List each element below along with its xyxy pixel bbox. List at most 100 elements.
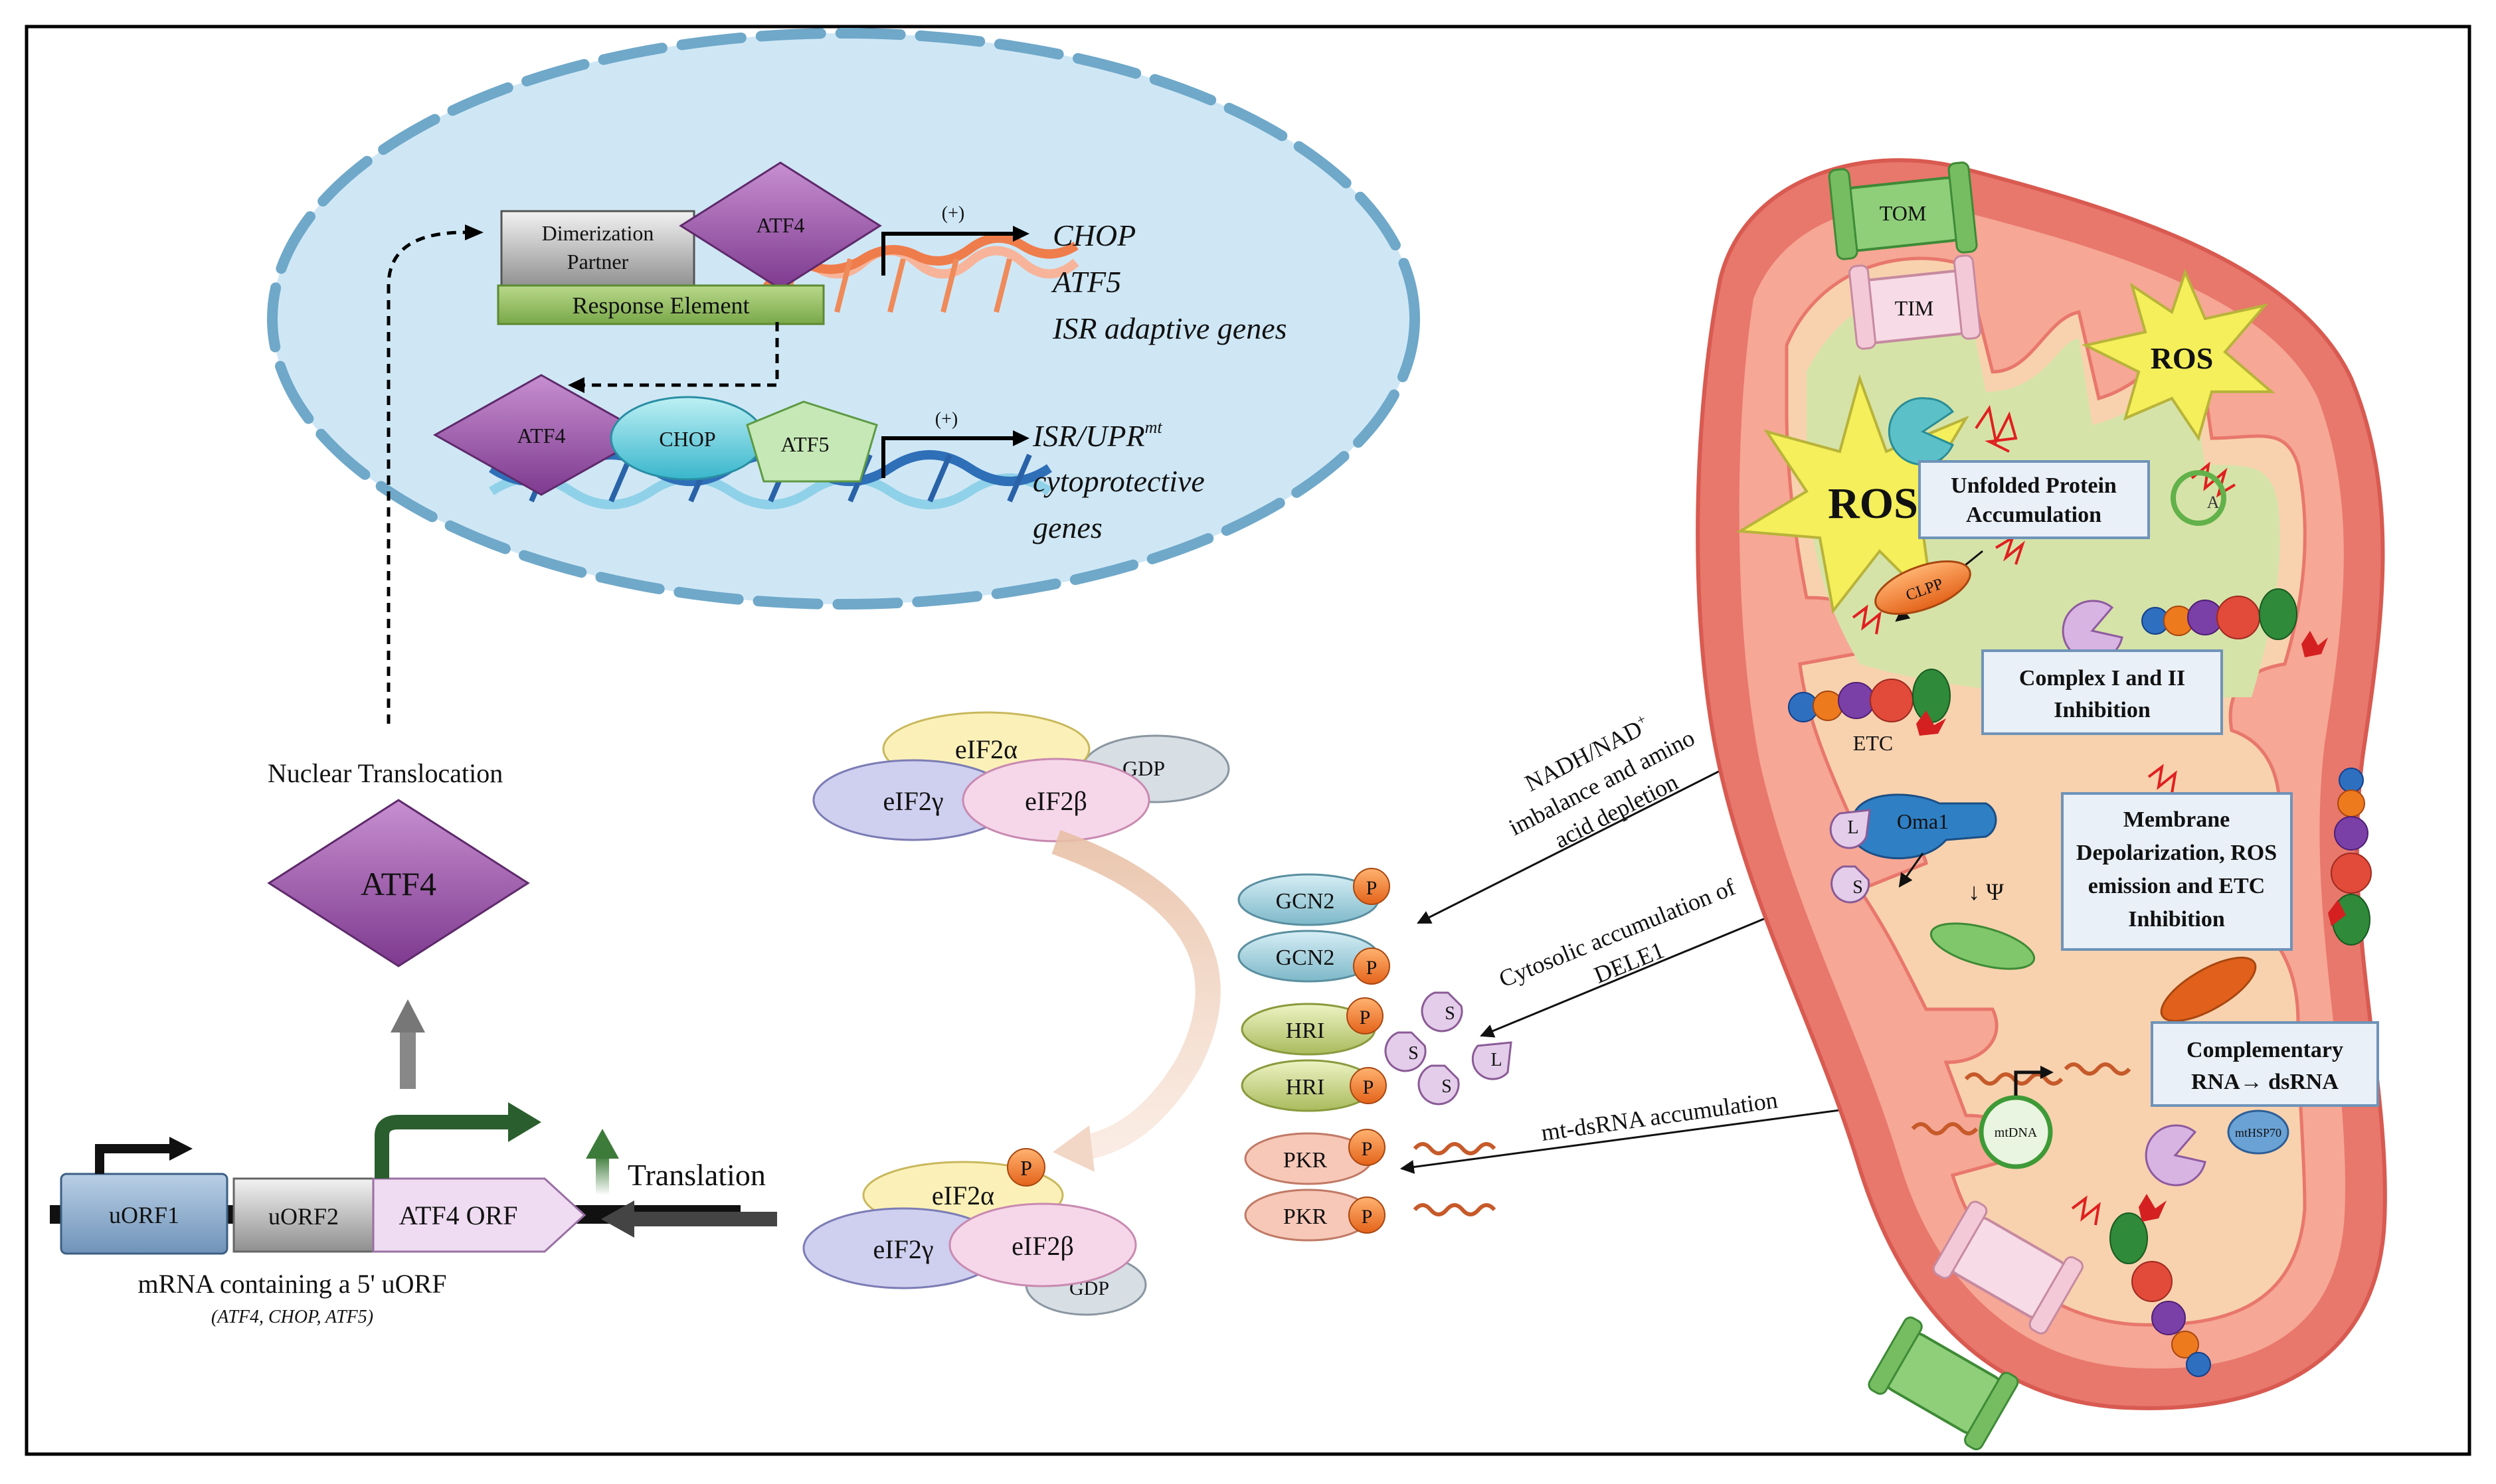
tom-complex-bottom xyxy=(1868,1316,2019,1451)
up-arrow-shaft xyxy=(400,1029,416,1089)
mito-dsrna-3 xyxy=(1911,1122,1979,1135)
plus-bottom: (+) xyxy=(935,409,958,430)
box-unfolded-line1: Unfolded Protein xyxy=(1951,473,2117,498)
gene-isr-adaptive: ISR adaptive genes xyxy=(1052,311,1287,345)
kinase-hri-2: HRI P xyxy=(1241,1059,1387,1112)
translation-label: Translation xyxy=(628,1158,766,1192)
atf5-protein xyxy=(746,400,878,483)
box-membrane-line4: Inhibition xyxy=(2128,907,2225,932)
mrna-subcaption: (ATF4, CHOP, ATF5) xyxy=(211,1307,373,1327)
protease-purple-lower xyxy=(2145,1124,2206,1187)
dimerization-partner-label-1: Dimerization xyxy=(542,221,654,245)
tim-label: TIM xyxy=(1895,296,1934,320)
tim-complex-bottom xyxy=(1932,1200,2084,1335)
tom-complex: TOM xyxy=(1828,161,1978,260)
translation-left-arrow-head xyxy=(601,1200,634,1238)
eif2-phospho xyxy=(1007,1148,1045,1187)
translation-left-arrow-shaft xyxy=(631,1212,777,1226)
mtdna-promoter-arrow xyxy=(2014,1070,2042,1096)
gene-genes: genes xyxy=(1033,511,1103,544)
kinase-gcn2-1: GCN2 P xyxy=(1237,868,1390,926)
s-token-1 xyxy=(1421,991,1463,1032)
atf4-start-arrow xyxy=(375,1115,508,1179)
green-ellipse-mito xyxy=(1929,922,2036,970)
svg-text:L: L xyxy=(1490,1050,1502,1070)
mthsp70-protein xyxy=(2227,1110,2289,1155)
eif2-phospho-label: P xyxy=(1020,1156,1032,1180)
ros-big-label: ROS xyxy=(1828,479,1918,528)
mito-dsrna-2 xyxy=(2064,1062,2131,1076)
nadh-label-group: NADH/NAD+ imbalance and amino acid deple… xyxy=(1504,710,1698,853)
atf4-cytosol-label: ATF4 xyxy=(361,865,436,902)
kinase-pkr-2: PKR P xyxy=(1244,1189,1385,1242)
box-membrane-line2: Depolarization, ROS xyxy=(2076,841,2277,865)
tim-complex: TIM xyxy=(1848,254,1981,350)
svg-text:S: S xyxy=(1408,1043,1419,1064)
svg-text:GCN2: GCN2 xyxy=(1276,946,1335,970)
uorf1-label: uORF1 xyxy=(109,1202,179,1228)
atf4-orf-label: ATF4 ORF xyxy=(399,1200,518,1230)
mitochondrion xyxy=(1696,158,2387,1410)
s-token-2 xyxy=(1384,1031,1427,1072)
svg-text:HRI: HRI xyxy=(1286,1019,1325,1043)
etc-cluster-left: ETC xyxy=(1788,669,1951,755)
lona-fragment-label: A xyxy=(2207,493,2220,512)
dele1-label-group: Cytosolic accumulation of DELE1 xyxy=(1495,873,1739,992)
arrow-dsrna-to-pkr xyxy=(1399,1101,1900,1174)
arrow-oma1-cleave xyxy=(1898,853,1924,888)
response-element-label: Response Element xyxy=(573,292,750,319)
mtdna-label: mtDNA xyxy=(1995,1125,2038,1140)
eif2-complex-top: GDP eIF2α eIF2γ eIF2β xyxy=(812,711,1230,843)
dsrna-label: mt-dsRNA accumulation xyxy=(1540,1086,1779,1146)
delta-psi: ↓ Ψ xyxy=(1968,878,2004,905)
eif2-beta-bottom xyxy=(948,1202,1137,1287)
protease-teal xyxy=(1888,397,1955,466)
promoter-arrow-top xyxy=(881,232,1013,276)
orange-ellipse-mito xyxy=(2160,956,2257,1023)
etc-cluster-vertical xyxy=(2328,768,2372,946)
unfolded-protein-4 xyxy=(1852,604,1882,635)
uorf1-start-arrow xyxy=(95,1144,169,1174)
svg-text:P: P xyxy=(1362,1206,1373,1228)
svg-text:GCN2: GCN2 xyxy=(1276,889,1335,914)
eif2-complex-bottom: GDP eIF2α P eIF2γ eIF2β xyxy=(802,1148,1147,1316)
svg-text:P: P xyxy=(1362,1138,1373,1160)
svg-text:PKR: PKR xyxy=(1283,1204,1327,1229)
svg-text:HRI: HRI xyxy=(1286,1075,1325,1100)
unfolded-protein-5 xyxy=(2147,764,2177,794)
up-arrow-head xyxy=(391,999,425,1032)
svg-text:L: L xyxy=(1847,817,1858,838)
dele1-fragments: S S S L xyxy=(1384,991,1512,1106)
box-complex-inhibition xyxy=(1981,649,2223,735)
atf4-diamond-lower xyxy=(432,374,650,496)
lona-ring xyxy=(2171,470,2226,526)
dsrna-squiggle-2 xyxy=(1413,1203,1496,1216)
clpp-protein xyxy=(1874,560,1971,616)
translation-up-arrow-head xyxy=(586,1129,619,1159)
kinase-pkr-1: PKR P xyxy=(1244,1129,1385,1185)
eif2-beta-top-label: eIF2β xyxy=(1025,786,1087,816)
l-token xyxy=(1471,1041,1512,1080)
eif2-alpha-top-label: eIF2α xyxy=(955,734,1018,764)
atf4-lower-label: ATF4 xyxy=(517,424,566,448)
translation-up-arrow-shaft xyxy=(596,1155,609,1195)
svg-text:PKR: PKR xyxy=(1283,1148,1327,1173)
etc-cluster-bottom xyxy=(2109,1194,2211,1377)
uorf1-box xyxy=(60,1173,228,1255)
gene-atf5: ATF5 xyxy=(1051,265,1121,299)
box-unfolded-line2: Accumulation xyxy=(1966,503,2101,527)
box-complex-line2: Inhibition xyxy=(2054,698,2151,722)
uorf2-box xyxy=(232,1177,375,1253)
nuclear-envelope xyxy=(267,28,1420,610)
dashed-arrow-nuclear-import xyxy=(387,230,466,724)
dashed-arrow-to-complex xyxy=(584,322,779,387)
uorf2-label: uORF2 xyxy=(268,1203,339,1230)
mito-s-token xyxy=(1830,865,1870,904)
mrna-caption: mRNA containing a 5' uORF xyxy=(138,1269,447,1299)
s-token-3 xyxy=(1417,1064,1460,1106)
box-rna-line1: Complementary xyxy=(2186,1038,2343,1062)
atf5-label: ATF5 xyxy=(781,432,830,456)
kinase-hri-1: HRI P xyxy=(1241,997,1383,1056)
response-element xyxy=(497,284,825,325)
